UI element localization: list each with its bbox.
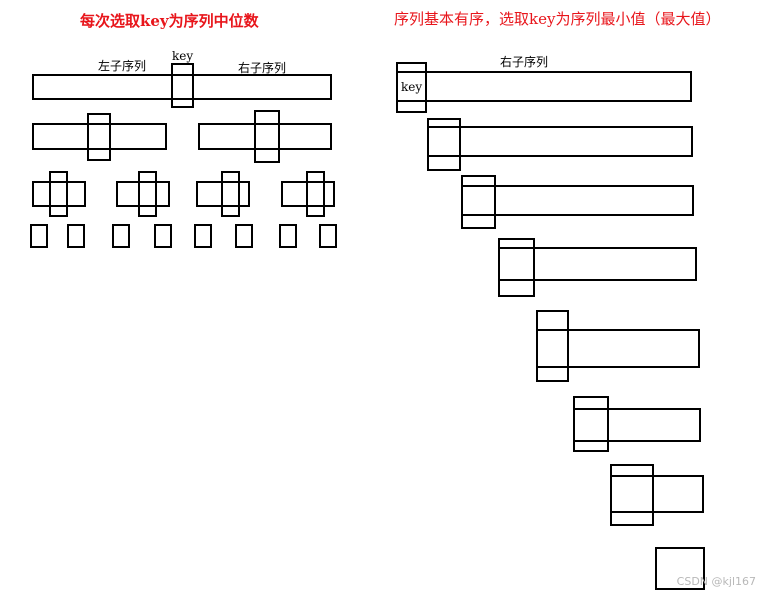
sequence-bar bbox=[198, 123, 332, 150]
key-box bbox=[461, 175, 496, 229]
leaf-box bbox=[235, 224, 253, 248]
min-key-label: key bbox=[401, 80, 423, 94]
sequence-bar bbox=[396, 71, 692, 102]
sequence-bar bbox=[32, 123, 167, 150]
final-element-box bbox=[655, 547, 705, 590]
leaf-box bbox=[67, 224, 85, 248]
key-box bbox=[610, 464, 654, 526]
left-diagram-title: 每次选取key为序列中位数 bbox=[80, 12, 259, 30]
key-box bbox=[427, 118, 461, 171]
leaf-box bbox=[279, 224, 297, 248]
key-box bbox=[306, 171, 325, 217]
leaf-box bbox=[154, 224, 172, 248]
median-key-label: key bbox=[172, 49, 194, 63]
key-box bbox=[536, 310, 569, 382]
right-diagram-title: 序列基本有序，选取key为序列最小值（最大值） bbox=[394, 10, 721, 28]
key-box bbox=[254, 110, 280, 163]
sequence-bar bbox=[498, 247, 697, 281]
leaf-box bbox=[112, 224, 130, 248]
leaf-box bbox=[319, 224, 337, 248]
watermark: CSDN @kjl167 bbox=[676, 575, 756, 588]
sequence-bar bbox=[427, 126, 693, 157]
sequence-bar bbox=[116, 181, 170, 207]
leaf-box bbox=[30, 224, 48, 248]
left-subsequence-label: 左子序列 bbox=[98, 59, 147, 73]
key-box bbox=[498, 238, 535, 297]
sequence-bar bbox=[610, 475, 704, 513]
key-box bbox=[396, 62, 427, 113]
right-subsequence-label: 右子序列 bbox=[238, 61, 287, 75]
sequence-bar bbox=[573, 408, 701, 442]
key-box bbox=[171, 63, 194, 108]
key-box bbox=[87, 113, 111, 161]
leaf-box bbox=[194, 224, 212, 248]
key-box bbox=[138, 171, 157, 217]
key-box bbox=[573, 396, 609, 452]
key-box bbox=[221, 171, 240, 217]
sequence-bar bbox=[461, 185, 694, 216]
sequence-bar bbox=[32, 74, 332, 100]
sequence-bar bbox=[32, 181, 86, 207]
right-diagram-subsequence-label: 右子序列 bbox=[500, 55, 549, 69]
sequence-bar bbox=[536, 329, 700, 368]
key-box bbox=[49, 171, 68, 217]
